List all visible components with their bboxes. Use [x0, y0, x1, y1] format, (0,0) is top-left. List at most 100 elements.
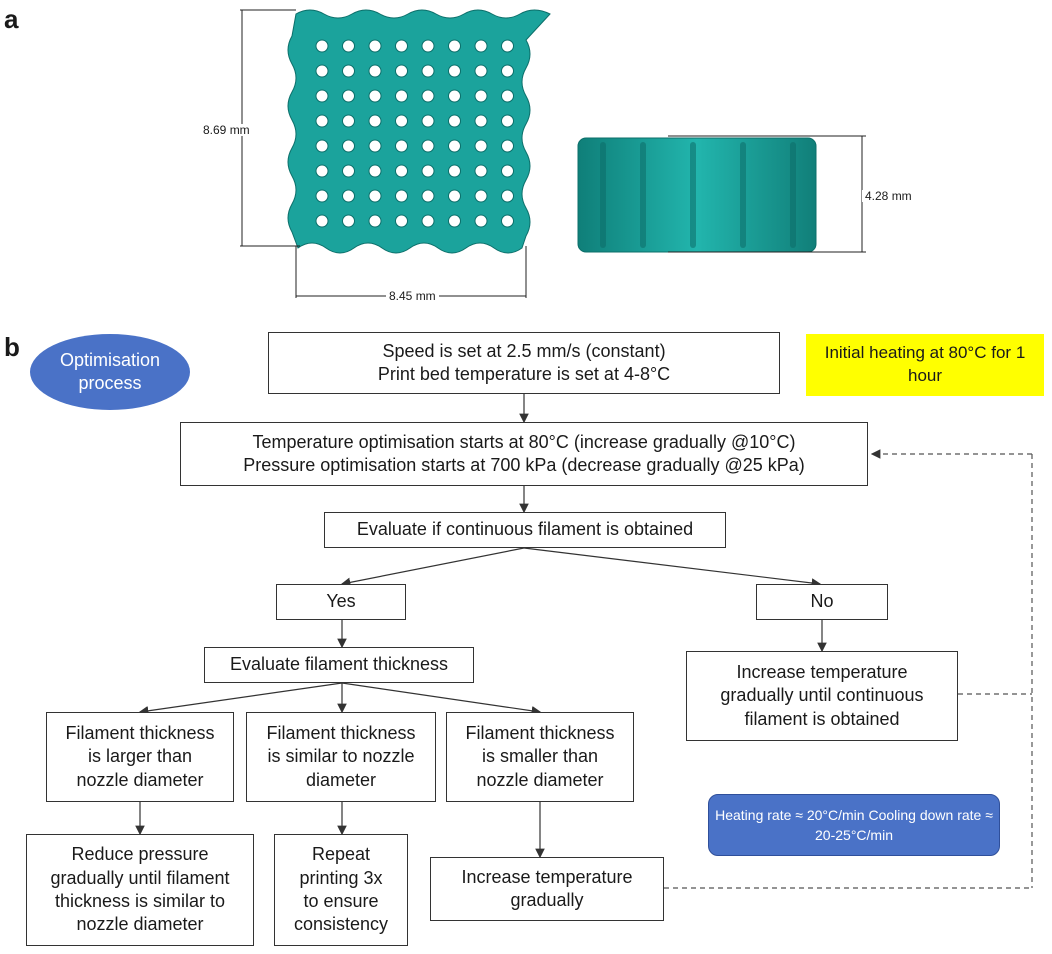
scaffold-pore [501, 114, 514, 128]
evaluate-thickness-text: Evaluate filament thickness [229, 654, 449, 675]
scaffold-pore [501, 89, 514, 103]
optimisation-start-box: Temperature optimisation starts at 80°C … [180, 422, 868, 486]
scaffold-pore [501, 139, 514, 153]
scaffold-pore [342, 214, 355, 228]
scaffold-pore [474, 139, 488, 153]
scaffold-pore [368, 64, 382, 78]
thickness-smaller-line-2: is smaller than [481, 746, 599, 767]
scaffold-pore [421, 214, 435, 228]
scaffold-pore [395, 214, 408, 228]
increase-temperature-box: Increase temperature gradually [430, 857, 664, 921]
scaffold-pore [448, 64, 461, 78]
optimisation-process-bubble: Optimisation process [30, 334, 190, 410]
settings-speed: Speed is set at 2.5 mm/s (constant) [382, 340, 666, 361]
repeat-printing-line-4: consistency [293, 914, 389, 935]
scaffold-pore [448, 214, 461, 228]
reduce-pressure-line-3: thickness is similar to [54, 891, 226, 911]
thickness-larger-line-3: nozzle diameter [76, 769, 204, 790]
increase-temperature-line-1: Increase temperature [461, 866, 633, 887]
scaffold-pore [448, 39, 461, 53]
yes-text: Yes [326, 591, 356, 612]
scaffold-pore [448, 189, 461, 203]
no-box: No [756, 584, 888, 620]
scaffold-ridge [740, 142, 746, 248]
scaffold-pore [421, 189, 435, 203]
height-dimension-label: 8.69 mm [200, 124, 253, 136]
scaffold-pore [315, 89, 329, 103]
scaffold-pore [342, 89, 355, 103]
scaffold-pore [395, 64, 408, 78]
scaffold-pore [368, 39, 382, 53]
scaffold-pore [474, 114, 488, 128]
scaffold-pore [368, 189, 382, 203]
width-dimension-label: 8.45 mm [386, 290, 439, 302]
thickness-larger-line-1: Filament thickness [65, 722, 215, 743]
scaffold-pore [342, 139, 355, 153]
scaffold-pore [448, 139, 461, 153]
scaffold-pore [315, 64, 329, 78]
scaffold-pore [501, 189, 514, 203]
bubble-line-1: Optimisation [59, 349, 161, 370]
thickness-smaller-box: Filament thickness is smaller than nozzl… [446, 712, 634, 802]
scaffold-pore [421, 39, 435, 53]
thickness-similar-line-1: Filament thickness [266, 722, 416, 743]
reduce-pressure-line-1: Reduce pressure [71, 844, 209, 865]
initial-heating-line-2: 1 hour [907, 343, 1026, 385]
scaffold-pore [315, 189, 329, 203]
scaffold-pore [474, 64, 488, 78]
scaffold-pore [315, 139, 329, 153]
cooling-rate-text: Cooling down rate ≈ 20-25°C/min [815, 806, 993, 843]
repeat-printing-box: Repeat printing 3x to ensure consistency [274, 834, 408, 946]
no-action-box: Increase temperature gradually until con… [686, 651, 958, 741]
pressure-optimisation-text: Pressure optimisation starts at 700 kPa … [243, 455, 805, 475]
scaffold-pore [342, 64, 355, 78]
settings-box: Speed is set at 2.5 mm/s (constant) Prin… [268, 332, 780, 394]
scaffold-pore [474, 164, 488, 178]
scaffold-pore [421, 139, 435, 153]
yes-box: Yes [276, 584, 406, 620]
scaffold-pore [368, 89, 382, 103]
thickness-similar-line-2: is similar to nozzle [267, 746, 415, 767]
scaffold-pore [315, 164, 329, 178]
temperature-optimisation-text: Temperature optimisation starts at 80°C … [252, 431, 796, 452]
scaffold-top-view [287, 9, 551, 254]
scaffold-pore [315, 39, 329, 53]
panel-label-a: a [4, 4, 19, 34]
scaffold-pore [501, 64, 514, 78]
scaffold-pore [342, 114, 355, 128]
thickness-larger-box: Filament thickness is larger than nozzle… [46, 712, 234, 802]
reduce-pressure-box: Reduce pressure gradually until filament… [26, 834, 254, 946]
scaffold-pore [395, 189, 408, 203]
scaffold-ridge [640, 142, 646, 248]
thickness-smaller-line-1: Filament thickness [465, 722, 615, 743]
scaffold-pore [421, 64, 435, 78]
settings-bed-temperature: Print bed temperature is set at 4-8°C [377, 364, 671, 384]
scaffold-side-view [577, 137, 817, 253]
scaffold-pore [448, 114, 461, 128]
scaffold-ridge [600, 142, 606, 248]
scaffold-ridge [690, 142, 696, 248]
repeat-printing-line-3: to ensure [303, 891, 379, 911]
scaffold-pore [474, 189, 488, 203]
rates-box: Heating rate ≈ 20°C/min Cooling down rat… [708, 794, 1000, 856]
scaffold-pore [448, 164, 461, 178]
scaffold-pore [395, 164, 408, 178]
panel-label-b: b [4, 332, 20, 362]
scaffold-illustration [240, 9, 866, 298]
evaluate-thickness-box: Evaluate filament thickness [204, 647, 474, 683]
scaffold-ridge [790, 142, 796, 248]
initial-heating-note: Initial heating at 80°C for 1 hour [806, 334, 1044, 396]
reduce-pressure-line-2: gradually until filament [50, 867, 230, 888]
evaluate-continuous-box: Evaluate if continuous filament is obtai… [324, 512, 726, 548]
scaffold-pore [395, 139, 408, 153]
scaffold-pore [448, 89, 461, 103]
no-action-line-3: filament is obtained [744, 708, 900, 729]
scaffold-pore [368, 139, 382, 153]
thickness-smaller-line-3: nozzle diameter [476, 769, 604, 790]
thickness-similar-line-3: diameter [305, 769, 377, 790]
repeat-printing-line-2: printing 3x [299, 867, 383, 888]
scaffold-pore [395, 114, 408, 128]
thickness-similar-box: Filament thickness is similar to nozzle … [246, 712, 436, 802]
initial-heating-line-1: Initial heating at 80°C for [824, 343, 1012, 363]
scaffold-pore [395, 89, 408, 103]
